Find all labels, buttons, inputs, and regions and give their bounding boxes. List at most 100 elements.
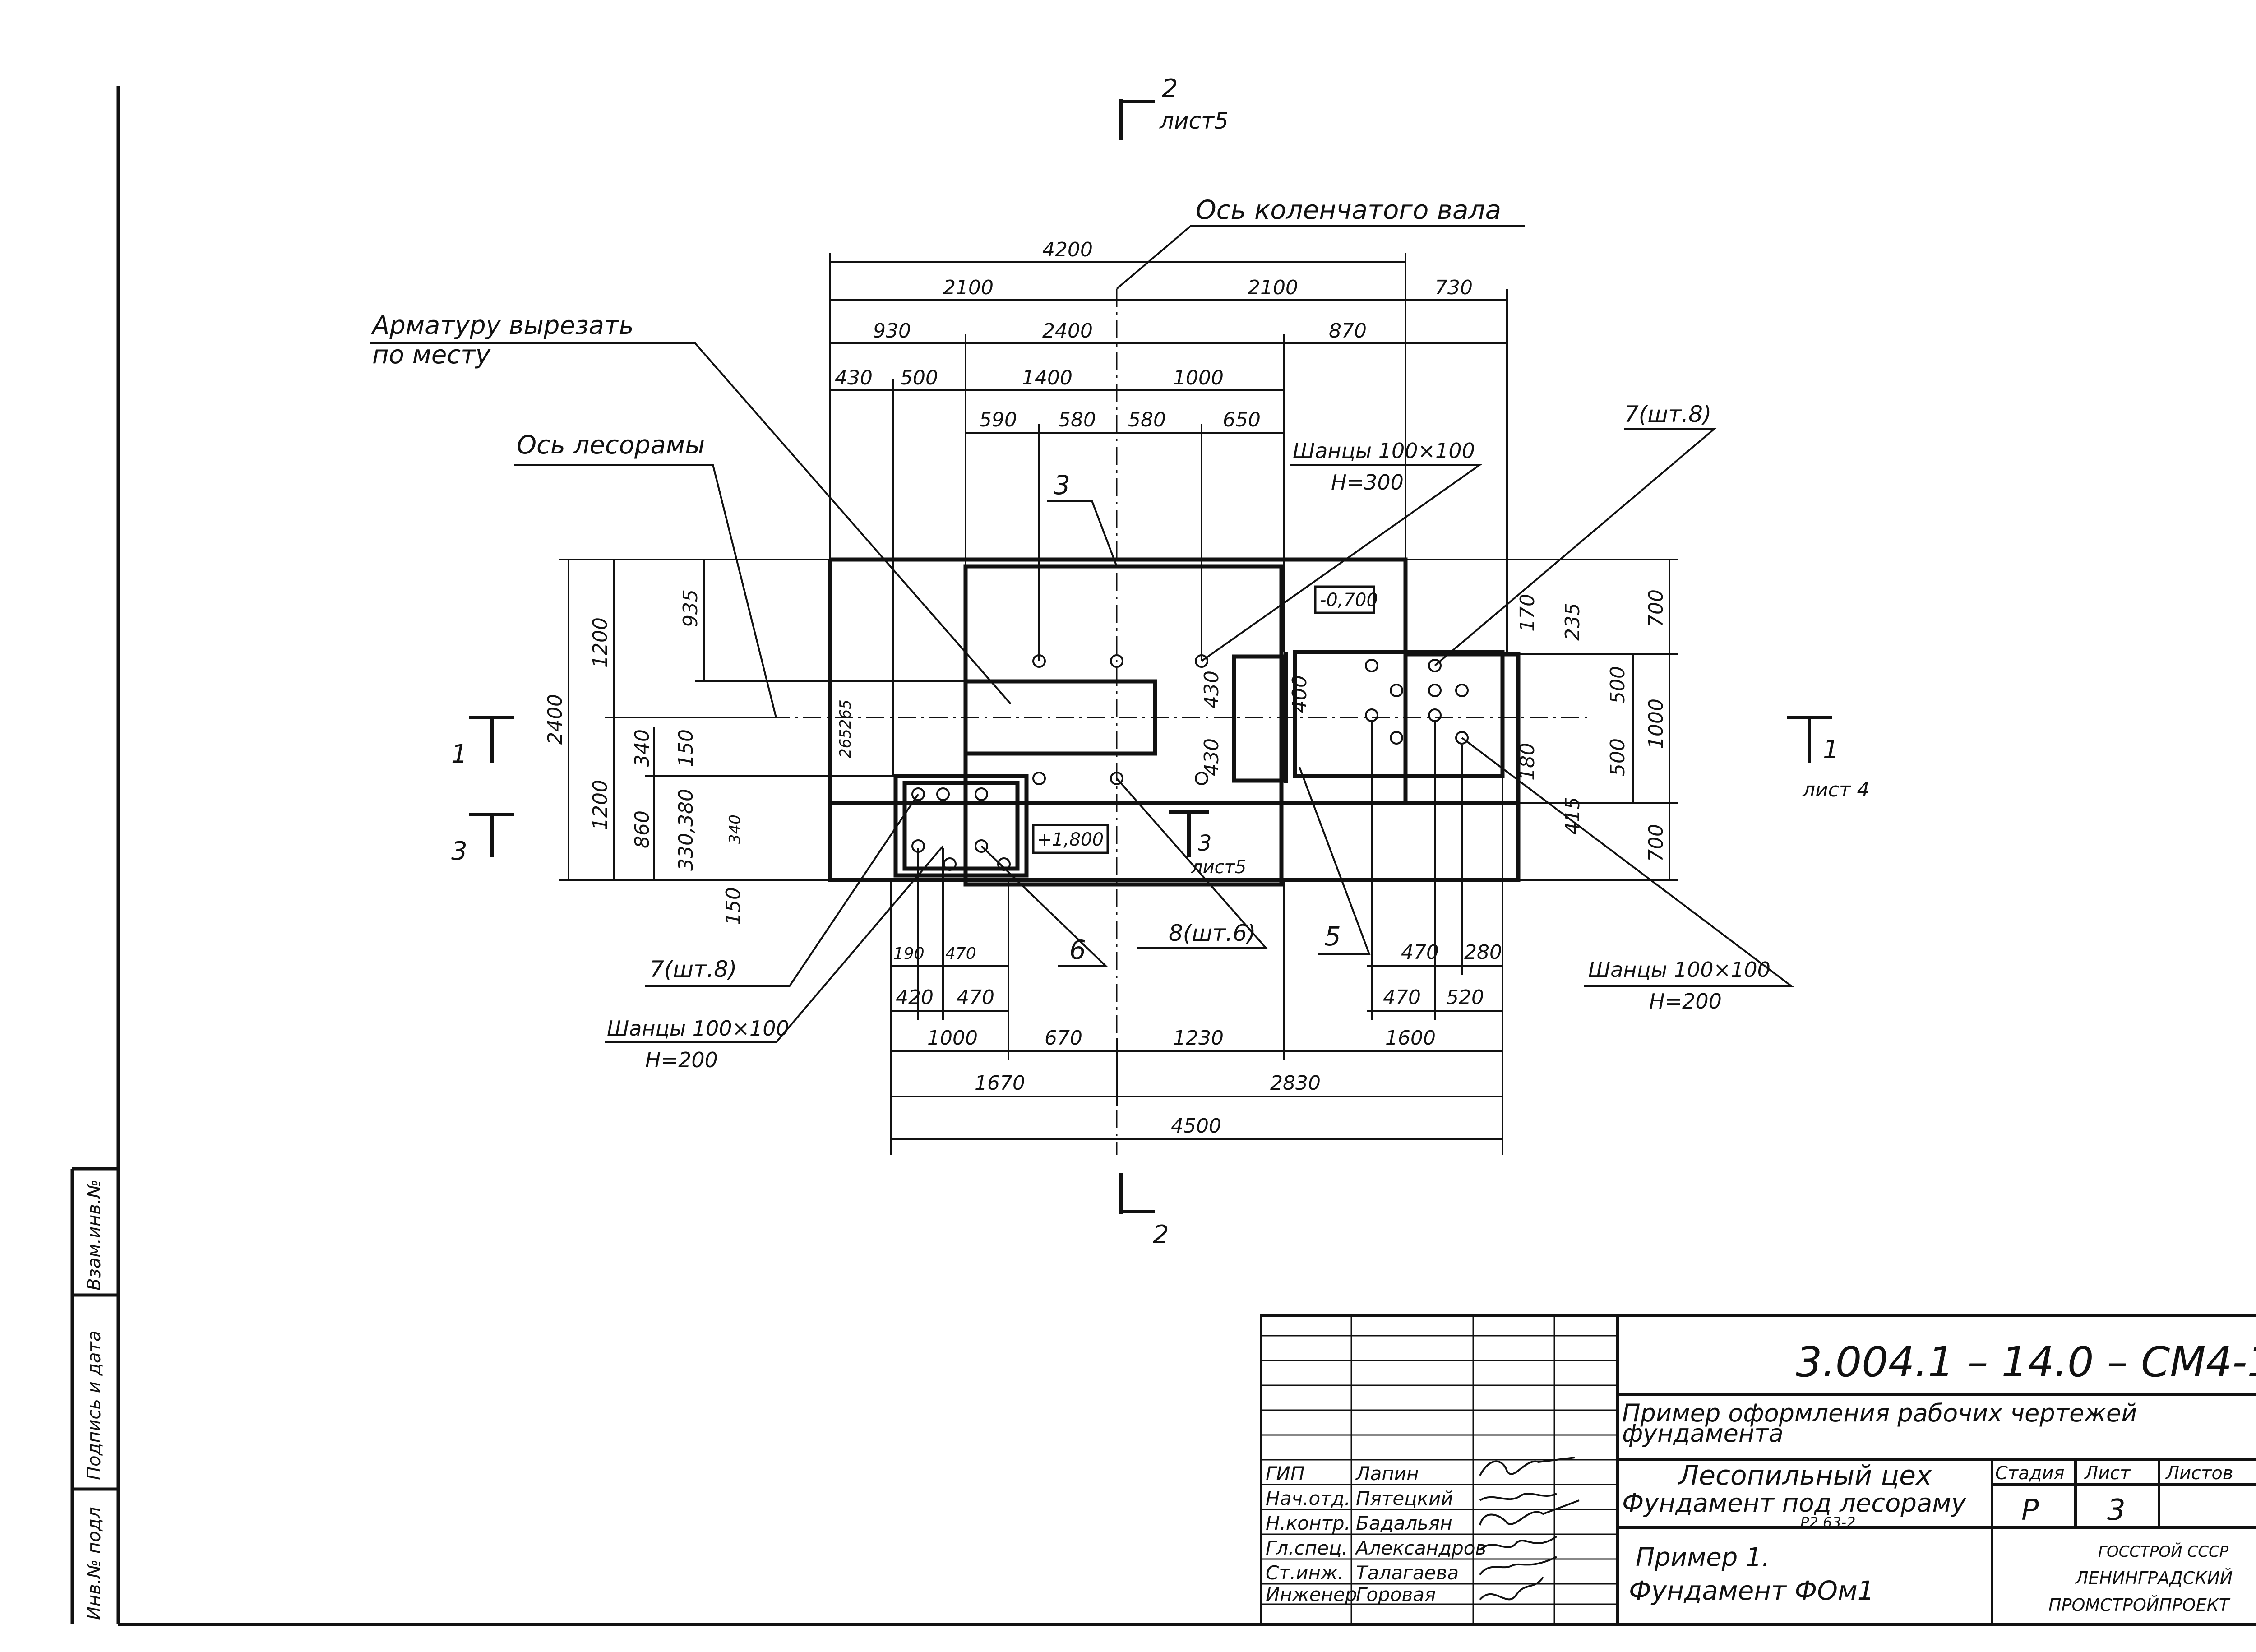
foundation-outline — [828, 557, 1521, 887]
name-2: Бадальян — [1356, 1512, 1452, 1534]
dim-inner-170: 170 — [1516, 594, 1539, 632]
sheet-name-1: Пример 1. — [1636, 1543, 1770, 1572]
dims-left-text: 2400 1200 1200 935 340 150 860 330,380 1… — [544, 589, 855, 925]
dim-470a: 470 — [945, 944, 976, 963]
role-5: Инженер — [1266, 1583, 1357, 1606]
dim-500: 500 — [900, 366, 938, 389]
stamp-sign-date: Подпись и дата — [84, 1331, 105, 1480]
name-0: Лапин — [1355, 1462, 1419, 1485]
dim-930: 930 — [873, 319, 911, 342]
dim-870: 870 — [1329, 319, 1367, 342]
signatures — [1479, 1457, 1580, 1601]
anchor-bolts — [911, 654, 1469, 871]
sheet-name-2: Фундамент ФОм1 — [1629, 1575, 1874, 1606]
section-bottom-number: 2 — [1153, 1220, 1169, 1249]
org-line-2: ЛЕНИНГРАДСКИЙ — [2075, 1568, 2233, 1588]
dim-left-150b: 150 — [722, 887, 745, 925]
dim-4200: 4200 — [1042, 238, 1093, 261]
level-marks: -0,700 +1,800 — [1032, 585, 1378, 854]
dim-520: 520 — [1446, 986, 1484, 1009]
callout-saw-axis: Ось лесорамы — [517, 430, 705, 460]
role-rows: ГИП Лапин Нач.отд. Пятецкий Н.контр. Бад… — [1266, 1462, 1486, 1606]
dim-left-1200b: 1200 — [589, 780, 612, 830]
callout-pos7-right: 7(шт.8) — [1624, 401, 1711, 427]
dim-420: 420 — [896, 986, 934, 1009]
dims-bottom-text: 190 470 420 470 470 280 470 520 1000 670… — [893, 941, 1502, 1138]
callout-pos6: 6 — [1069, 935, 1086, 965]
dim-4500: 4500 — [1171, 1115, 1221, 1138]
stage-value: Р — [2021, 1494, 2039, 1527]
leader-lines — [370, 225, 1794, 1043]
section-top-number: 2 — [1162, 74, 1178, 103]
stamp-replace-inv: Взам.инв.№ — [84, 1180, 105, 1291]
dims-inner-text: 430 430 400 170 235 500 500 180 415 — [1200, 594, 1629, 835]
dim-left-150a: 150 — [675, 729, 698, 767]
callout-pos8: 8(шт.6) — [1169, 920, 1256, 946]
callout-pos3: 3 — [1054, 470, 1070, 500]
section-left1-number: 1 — [451, 740, 467, 769]
dim-670: 670 — [1045, 1027, 1082, 1050]
dim-inner-400: 400 — [1288, 675, 1311, 713]
dim-580b: 580 — [1128, 408, 1166, 431]
role-3: Гл.спец. — [1266, 1537, 1348, 1559]
dim-left-330-380: 330,380 — [675, 789, 698, 871]
org-line-1: ГОССТРОЙ СССР — [2098, 1542, 2229, 1561]
dims-right-lines — [1405, 559, 1678, 881]
doc-title-2: фундамента — [1622, 1419, 1784, 1448]
name-5: Горовая — [1356, 1583, 1436, 1606]
doc-title-1: Пример оформления рабочих чертежей — [1622, 1399, 2137, 1427]
callout-anchors-right-2: H=200 — [1649, 989, 1722, 1013]
name-3: Александров — [1355, 1537, 1486, 1559]
section-markers: 2 лист5 2 1 3 1 лист 4 3 лист5 — [451, 74, 1870, 1249]
section-left3-number: 3 — [451, 837, 467, 866]
name-1: Пятецкий — [1356, 1487, 1453, 1509]
role-4: Ст.инж. — [1266, 1562, 1344, 1584]
dim-right-700b: 700 — [1645, 824, 1668, 862]
dims-bottom-lines — [890, 654, 1503, 1155]
dim-inner-235: 235 — [1561, 603, 1584, 641]
dim-730: 730 — [1435, 276, 1473, 299]
name-4: Талагаева — [1356, 1562, 1459, 1584]
dim-2400: 2400 — [1042, 319, 1093, 342]
object-line-2: Фундамент под лесораму — [1622, 1489, 1967, 1518]
dim-inner-500a: 500 — [1606, 666, 1629, 704]
stage-header: Стадия — [1995, 1463, 2064, 1484]
stamp-inv-orig: Инв.№ подл — [84, 1507, 105, 1620]
callout-cut-rebar-2: по месту — [372, 340, 491, 370]
callout-anchors-top-1: Шанцы 100×100 — [1293, 439, 1475, 463]
dim-left-265: 265265 — [837, 699, 855, 758]
dim-right-700a: 700 — [1645, 589, 1668, 627]
dim-470c: 470 — [1401, 941, 1439, 964]
doc-code: 3.004.1 – 14.0 – СМ4-1 — [1796, 1338, 2256, 1386]
dim-left-935: 935 — [679, 589, 702, 627]
dim-inner-180: 180 — [1516, 743, 1539, 781]
dim-2100-right: 2100 — [1248, 276, 1298, 299]
dim-2100-left: 2100 — [943, 276, 994, 299]
dim-470b: 470 — [957, 986, 994, 1009]
object-line-3: Р2 63-2 — [1800, 1514, 1855, 1531]
dim-inner-500b: 500 — [1606, 738, 1629, 776]
role-1: Нач.отд. — [1266, 1487, 1350, 1509]
dim-1400: 1400 — [1022, 366, 1073, 389]
dim-1000: 1000 — [1173, 366, 1224, 389]
sheets-header: Листов — [2165, 1463, 2233, 1484]
role-2: Н.контр. — [1266, 1512, 1350, 1534]
section-inner3-number: 3 — [1198, 831, 1212, 856]
section-right1-sheet: лист 4 — [1802, 778, 1870, 801]
sheet-value: 3 — [2107, 1494, 2126, 1527]
callout-pos5: 5 — [1324, 921, 1341, 952]
dims-left-lines — [559, 559, 966, 881]
callout-anchors-right-1: Шанцы 100×100 — [1588, 958, 1771, 982]
sheet-header: Лист — [2084, 1463, 2131, 1484]
dim-430: 430 — [835, 366, 873, 389]
dim-190: 190 — [893, 944, 925, 963]
callout-text: Ось коленчатого вала Арматуру вырезать п… — [371, 194, 1771, 1072]
dim-left-1200a: 1200 — [589, 617, 612, 668]
org-line-3: ПРОМСТРОЙПРОЕКТ — [2048, 1595, 2231, 1615]
callout-crankshaft-axis: Ось коленчатого вала — [1196, 194, 1501, 225]
callout-pos7-left: 7(шт.8) — [650, 956, 737, 982]
section-inner3-sheet: лист5 — [1191, 857, 1246, 878]
callout-anchors-top-2: H=300 — [1331, 470, 1404, 495]
dim-left-2400: 2400 — [544, 694, 567, 745]
